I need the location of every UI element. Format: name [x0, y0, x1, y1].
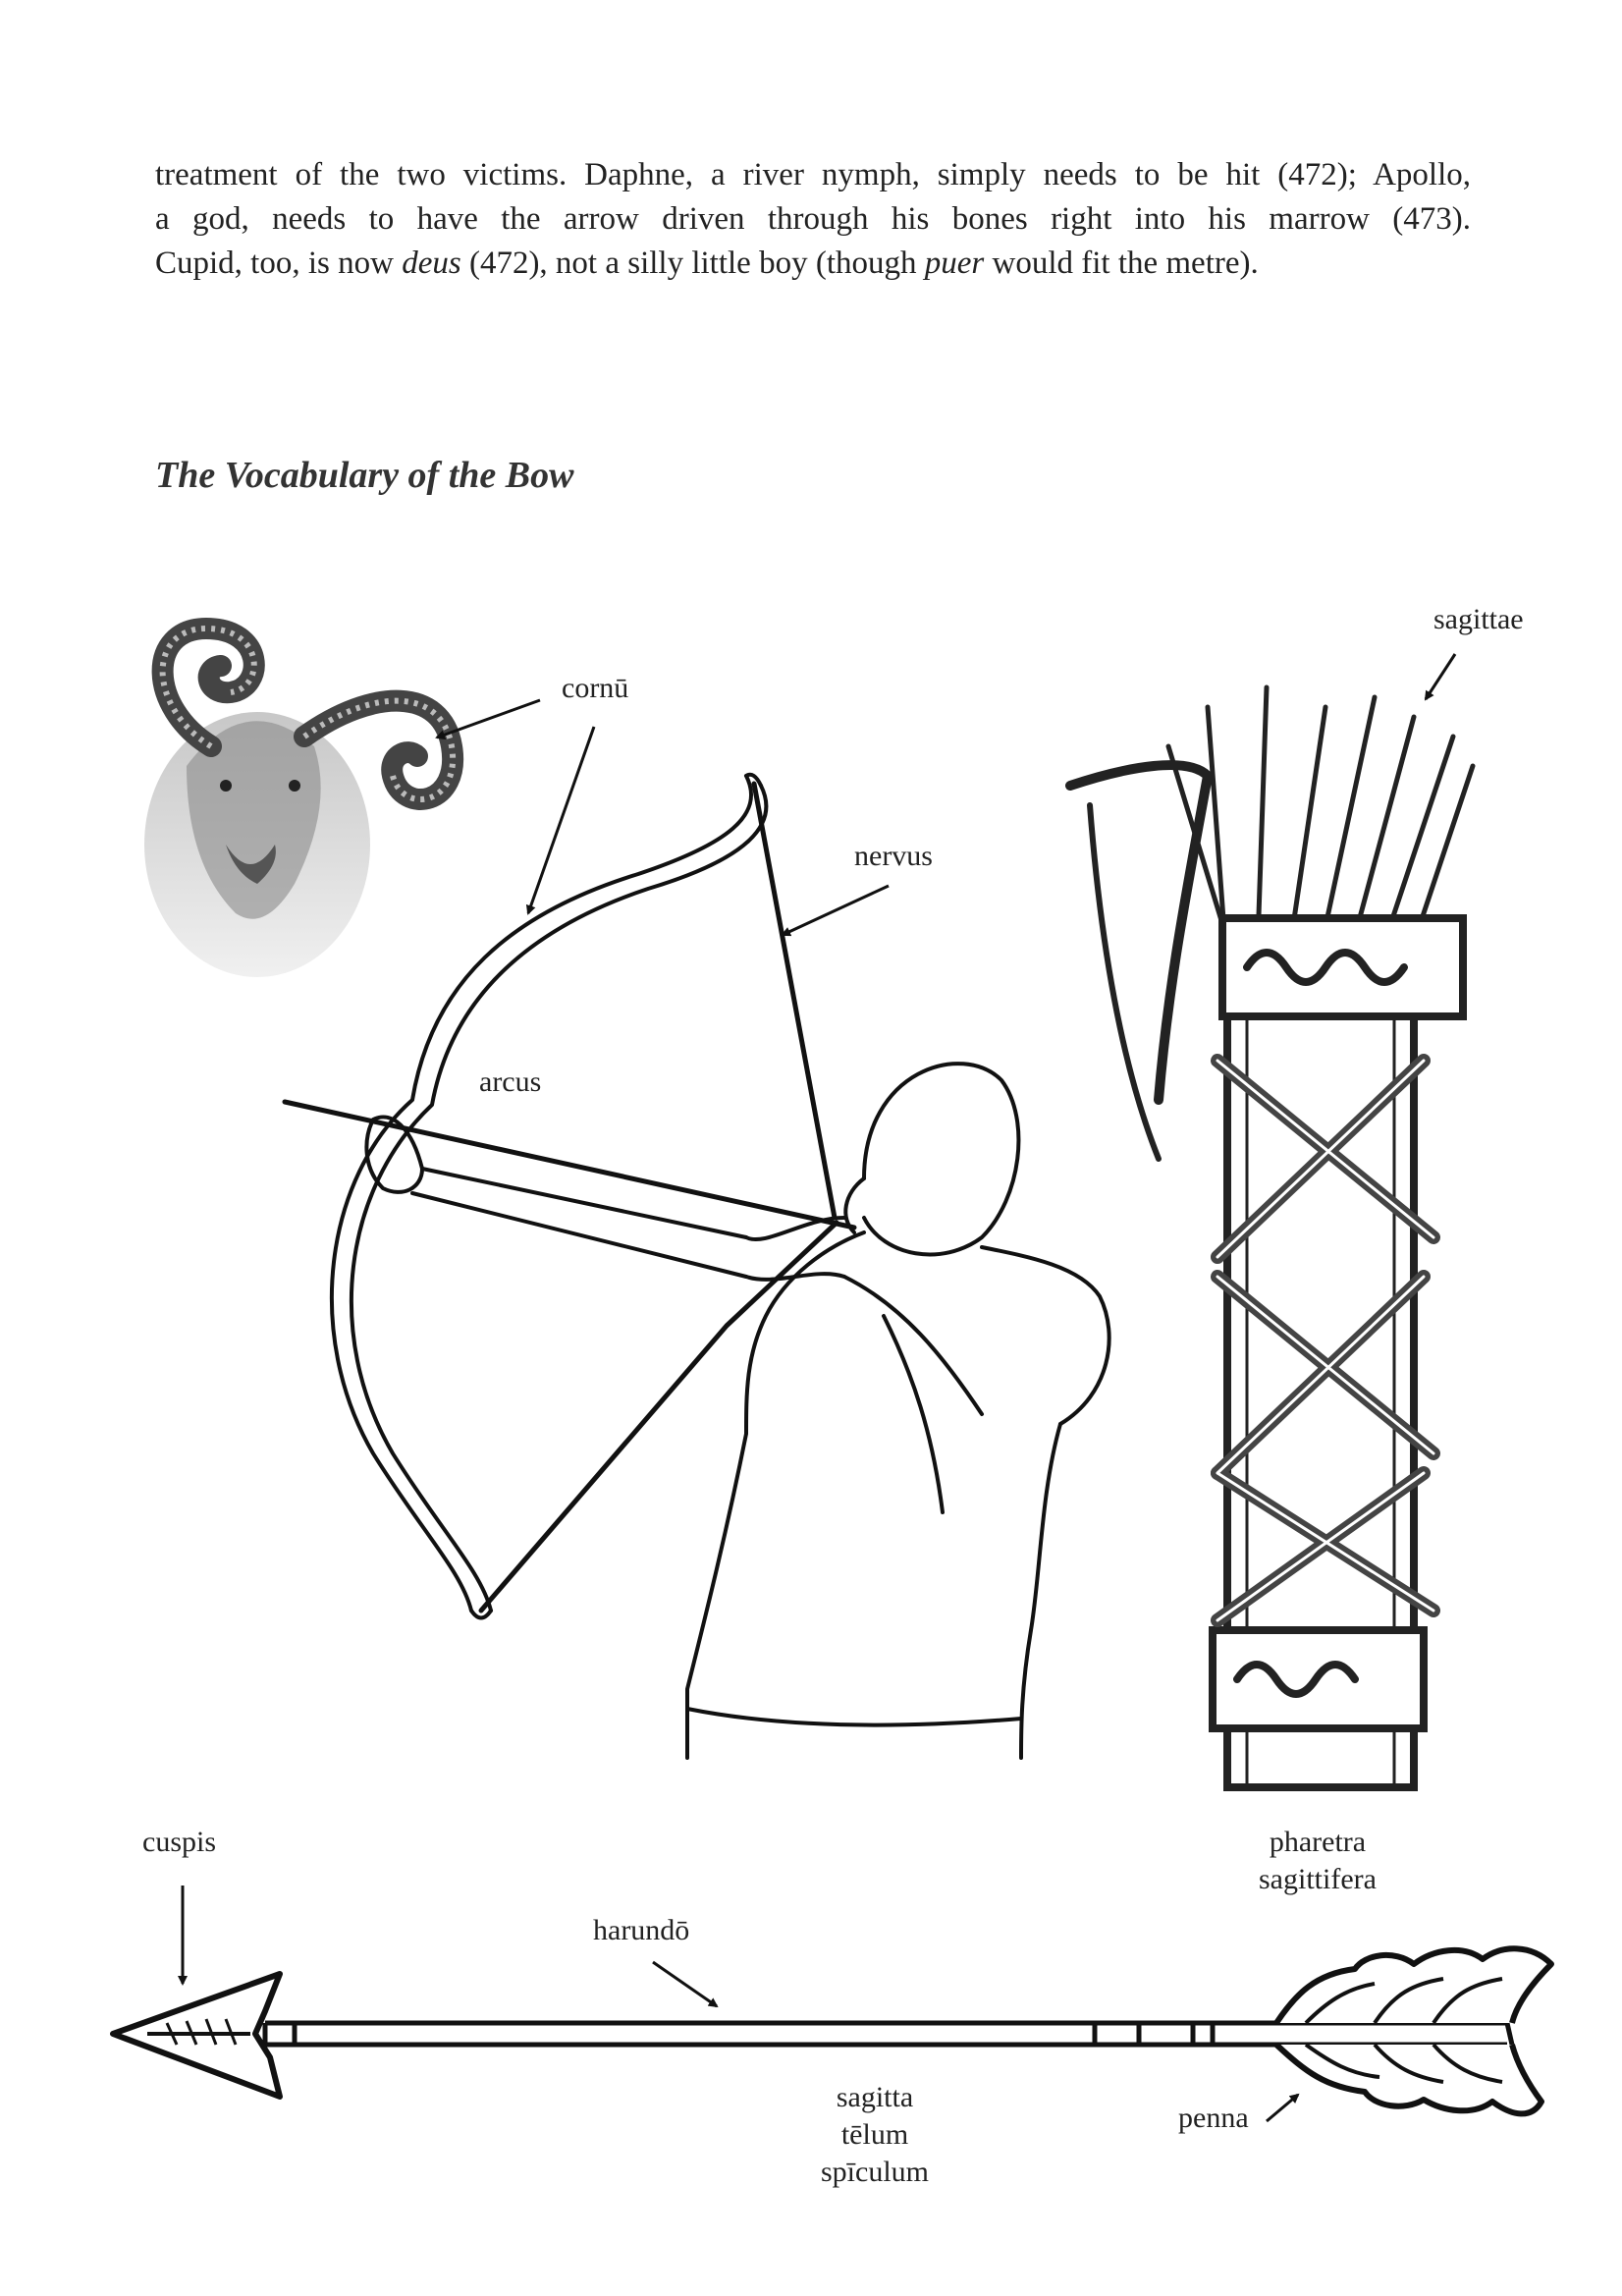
label-pointers	[178, 653, 1457, 2123]
paragraph-line-3-part-a: Cupid, too, is now	[155, 246, 403, 281]
nervus-pointer	[781, 884, 890, 937]
cornu-pointer-bow	[525, 726, 596, 915]
label-pharetra-sagittifera: pharetra sagittifera	[1259, 1824, 1377, 1898]
paragraph-line-2: a god, needs to have the arrow driven th…	[155, 201, 1471, 237]
label-spiculum: spīculum	[821, 2156, 929, 2188]
section-heading: The Vocabulary of the Bow	[155, 455, 574, 496]
label-telum: tēlum	[840, 2118, 909, 2151]
label-cuspis: cuspis	[142, 1826, 216, 1858]
label-harundo: harundō	[593, 1914, 690, 1946]
quiver-drawing	[1065, 684, 1476, 1791]
body-paragraph: treatment of the two victims. Daphne, a …	[155, 153, 1471, 286]
latin-word-deus: deus	[402, 246, 461, 281]
latin-word-puer: puer	[924, 246, 985, 281]
ram-head-drawing	[144, 617, 464, 977]
label-arcus: arcus	[479, 1066, 542, 1098]
paragraph-line-3-part-c: would fit the metre).	[984, 246, 1259, 281]
label-cornu: cornū	[562, 672, 629, 704]
label-pharetra: pharetra	[1269, 1826, 1367, 1858]
label-sagitta: sagitta	[836, 2081, 914, 2113]
penna-pointer	[1266, 2093, 1300, 2123]
label-penna: penna	[1178, 2102, 1249, 2134]
cornu-pointer-ram	[435, 698, 541, 739]
sagittae-pointer	[1424, 653, 1457, 701]
paragraph-line-1: treatment of the two victims. Daphne, a …	[155, 157, 1471, 192]
label-sagitta-telum-spiculum: sagitta tēlum spīculum	[821, 2079, 929, 2191]
label-nervus: nervus	[854, 840, 933, 872]
label-sagittae: sagittae	[1433, 603, 1524, 635]
arrow-drawing	[110, 1945, 1554, 2117]
harundo-pointer	[652, 1960, 719, 2008]
label-sagittifera: sagittifera	[1259, 1863, 1377, 1895]
paragraph-line-3-part-b: (472), not a silly little boy (though	[460, 246, 925, 281]
paragraph-line-3: Cupid, too, is now deus (472), not a sil…	[155, 242, 1471, 286]
archer-drawing	[282, 772, 1111, 1760]
